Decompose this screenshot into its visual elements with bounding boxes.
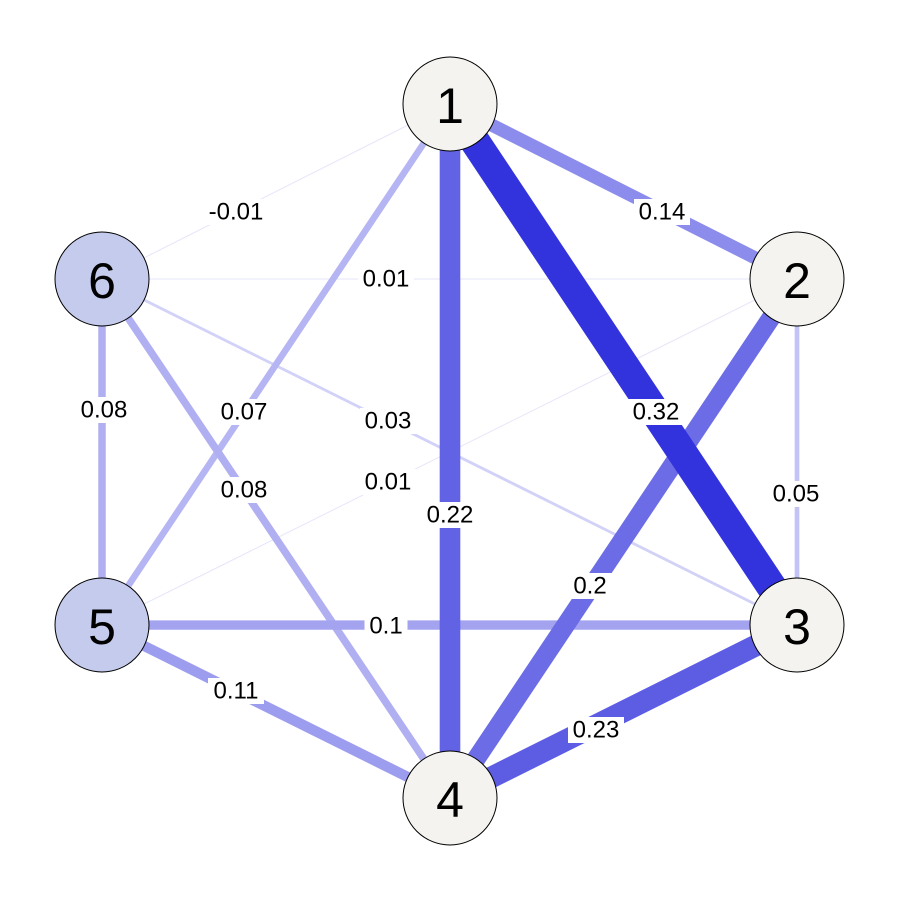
edge-label-bg-6-3 xyxy=(360,408,416,434)
node-6-label: 6 xyxy=(88,253,116,309)
edge-label-3-4: 0.23 xyxy=(573,717,620,744)
node-1: 1 xyxy=(402,56,498,152)
node-1-circle xyxy=(402,56,498,152)
node-2-circle xyxy=(749,231,845,327)
edge-label-1-4: 0.22 xyxy=(427,502,474,529)
node-4-circle xyxy=(402,750,498,846)
edge-label-bg-2-3 xyxy=(768,481,824,507)
edge-label-6-4: 0.08 xyxy=(221,477,268,504)
edge-label-bg-5-2 xyxy=(360,469,416,495)
edge-label-bg-1-3 xyxy=(628,399,684,425)
edge-1-6 xyxy=(101,103,451,280)
edge-label-bg-5-4 xyxy=(208,678,264,704)
node-6-circle xyxy=(54,231,150,327)
edge-label-2-4: 0.2 xyxy=(573,573,606,600)
node-2: 2 xyxy=(749,231,845,327)
node-5-circle xyxy=(54,577,150,673)
edges-layer xyxy=(98,95,810,808)
edge-1-3 xyxy=(437,95,810,634)
edge-label-5-3: 0.1 xyxy=(369,613,402,640)
edge-6-4 xyxy=(98,276,454,801)
node-6: 6 xyxy=(54,231,150,327)
node-1-label: 1 xyxy=(436,78,464,134)
edge-label-bg-1-2 xyxy=(634,199,690,225)
node-4-label: 4 xyxy=(436,772,464,828)
node-5: 5 xyxy=(54,577,150,673)
edge-label-bg-2-4 xyxy=(568,573,612,599)
edge-label-bg-1-6 xyxy=(201,199,271,225)
edge-5-4 xyxy=(99,620,453,803)
edge-label-6-3: 0.03 xyxy=(365,408,412,435)
edge-labels-layer: -0.01 0.03 0.01 0.07 0.05 0.08 0.08 0.1 0.11 0.14… xyxy=(76,199,824,744)
node-5-label: 5 xyxy=(88,599,116,655)
node-3-circle xyxy=(749,577,845,673)
edge-label-bg-3-4 xyxy=(568,717,624,743)
edge-label-1-3: 0.32 xyxy=(633,399,680,426)
edge-1-5 xyxy=(99,102,453,627)
edge-label-1-5: 0.07 xyxy=(221,399,268,426)
edge-label-bg-5-3 xyxy=(364,613,408,639)
edge-2-4 xyxy=(442,273,805,804)
edge-1-2 xyxy=(447,98,800,285)
node-4: 4 xyxy=(402,750,498,846)
node-3: 3 xyxy=(749,577,845,673)
edge-label-1-4: 0.01 xyxy=(363,266,410,293)
nodes-layer: 1 2 3 4 5 6 xyxy=(54,56,845,846)
edge-label-2-3: 0.05 xyxy=(773,481,820,508)
edge-label-5-2: 0.01 xyxy=(365,469,412,496)
edge-label-bg-6-4 xyxy=(216,477,272,503)
edge-label-1-6: -0.01 xyxy=(209,199,264,226)
edge-label-5-4: 0.11 xyxy=(214,678,259,705)
edge-label-bg-6-5 xyxy=(76,397,132,423)
node-3-label: 3 xyxy=(783,599,811,655)
edge-label-bg-1-4 xyxy=(358,266,414,292)
edge-label-bg-1-5 xyxy=(216,399,272,425)
edge-label-6-5: 0.08 xyxy=(81,397,128,424)
edge-3-4 xyxy=(445,615,802,808)
edge-label-bg-1-4 xyxy=(422,502,478,528)
edge-label-1-2: 0.14 xyxy=(639,199,686,226)
node-2-label: 2 xyxy=(783,253,811,309)
